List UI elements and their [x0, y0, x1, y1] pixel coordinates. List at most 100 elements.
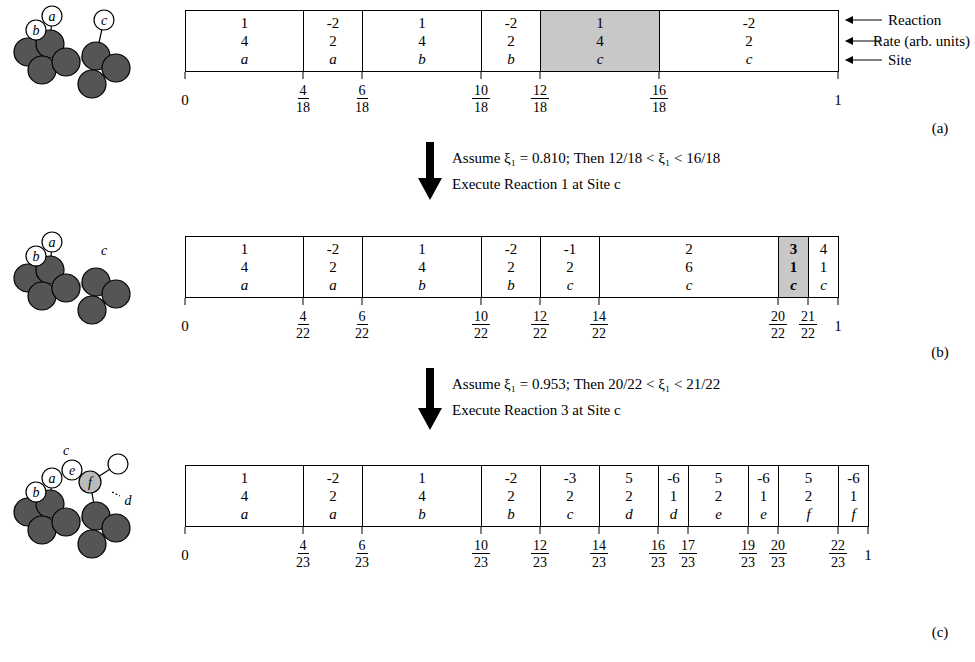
- axis-value: 1: [834, 92, 842, 109]
- rate-cell: 14c: [540, 10, 660, 72]
- surface-molecule: [14, 454, 130, 558]
- site-letter: e: [760, 505, 767, 523]
- site-letter: a: [241, 276, 249, 294]
- site-letter: a: [241, 505, 249, 523]
- axis-value: 1: [864, 547, 872, 564]
- reaction-number: 1: [241, 469, 249, 487]
- rate-cell: 52e: [688, 465, 749, 527]
- rate-value: 4: [418, 32, 426, 50]
- site-letter: b: [418, 50, 426, 68]
- fraction-numerator: 10: [472, 538, 490, 554]
- panel-label: (a): [932, 120, 949, 137]
- reaction-number: 1: [418, 14, 426, 32]
- rate-value: 4: [596, 32, 604, 50]
- rate-cell: -22b: [481, 465, 541, 527]
- site-letter: b: [418, 276, 426, 294]
- fraction-denominator: 23: [353, 555, 371, 570]
- site-letter: e: [715, 505, 722, 523]
- fraction-denominator: 22: [294, 326, 312, 341]
- surface-molecule: [14, 6, 130, 98]
- fraction-denominator: 23: [649, 555, 667, 570]
- fraction-numerator: 4: [298, 538, 309, 554]
- rate-cell: -22a: [303, 465, 363, 527]
- rate-value: 2: [805, 487, 813, 505]
- fraction-denominator: 18: [531, 100, 549, 115]
- site-letter: a: [329, 50, 337, 68]
- fraction-numerator: 16: [650, 83, 668, 99]
- fraction-denominator: 23: [829, 555, 847, 570]
- rate-value: 2: [566, 487, 574, 505]
- rate-cell: -22b: [481, 10, 541, 72]
- rate-value: 1: [670, 487, 678, 505]
- rate-cell: 14a: [185, 10, 304, 72]
- axis-value: 0: [181, 547, 189, 564]
- rate-cell: -61f: [838, 465, 869, 527]
- fraction-numerator: 22: [829, 538, 847, 554]
- panel-label: (b): [931, 344, 949, 361]
- rate-value: 2: [745, 32, 753, 50]
- site-label: b: [33, 22, 40, 39]
- rate-value: 2: [329, 487, 337, 505]
- site-letter: c: [597, 50, 604, 68]
- axis-value: 0: [181, 92, 189, 109]
- reaction-number: -2: [505, 240, 518, 258]
- reaction-number: 1: [418, 469, 426, 487]
- fraction-numerator: 16: [649, 538, 667, 554]
- rate-cell: 14b: [362, 236, 482, 298]
- reaction-number: 5: [625, 469, 633, 487]
- site-label: a: [49, 234, 56, 251]
- site-letter: c: [746, 50, 753, 68]
- rate-value: 1: [850, 487, 858, 505]
- site-label: f: [88, 474, 92, 491]
- rate-cell: 31c: [778, 236, 809, 298]
- rate-cell: -61e: [748, 465, 779, 527]
- site-letter: f: [851, 505, 855, 523]
- fraction-numerator: 12: [531, 83, 549, 99]
- site-letter: b: [507, 505, 515, 523]
- fraction-numerator: 20: [769, 309, 787, 325]
- reaction-number: -6: [847, 469, 860, 487]
- fraction-denominator: 18: [650, 100, 668, 115]
- fraction-denominator: 22: [769, 326, 787, 341]
- fraction-numerator: 12: [531, 538, 549, 554]
- rate-cell: 26c: [599, 236, 779, 298]
- row-name: Rate (arb. units): [873, 33, 970, 50]
- rate-cell: -22b: [481, 236, 541, 298]
- rate-value: 2: [507, 258, 515, 276]
- reaction-number: -2: [505, 469, 518, 487]
- step-note: Execute Reaction 3 at Site c: [452, 402, 621, 419]
- site-label: e: [69, 462, 75, 479]
- site-letter: c: [567, 276, 574, 294]
- rate-value: 4: [241, 487, 249, 505]
- rate-value: 1: [790, 258, 798, 276]
- reaction-number: -2: [327, 240, 340, 258]
- fraction-denominator: 23: [472, 555, 490, 570]
- site-label: d: [125, 492, 132, 509]
- reaction-number: -2: [743, 14, 756, 32]
- rate-cell: -32c: [540, 465, 600, 527]
- rate-value: 2: [715, 487, 723, 505]
- rate-value: 1: [760, 487, 768, 505]
- site-label: c: [101, 12, 107, 29]
- site-letter: d: [625, 505, 633, 523]
- fraction-numerator: 4: [298, 83, 309, 99]
- rate-value: 2: [329, 32, 337, 50]
- site-letter: c: [567, 505, 574, 523]
- row-name: Reaction: [888, 12, 941, 29]
- rate-value: 2: [625, 487, 633, 505]
- fraction-numerator: 10: [472, 83, 490, 99]
- site-label: c: [63, 442, 69, 459]
- fraction-numerator: 6: [357, 309, 368, 325]
- rate-cell: 52d: [599, 465, 659, 527]
- rate-cell: 14a: [185, 236, 304, 298]
- fraction-denominator: 18: [353, 100, 371, 115]
- rate-value: 4: [241, 32, 249, 50]
- site-letter: a: [329, 276, 337, 294]
- fraction-denominator: 23: [739, 555, 757, 570]
- site-label: b: [33, 248, 40, 265]
- reaction-number: -2: [327, 469, 340, 487]
- step-note: Execute Reaction 1 at Site c: [452, 176, 621, 193]
- rate-cell: -22a: [303, 10, 363, 72]
- fraction-denominator: 23: [769, 555, 787, 570]
- reaction-number: -1: [564, 240, 577, 258]
